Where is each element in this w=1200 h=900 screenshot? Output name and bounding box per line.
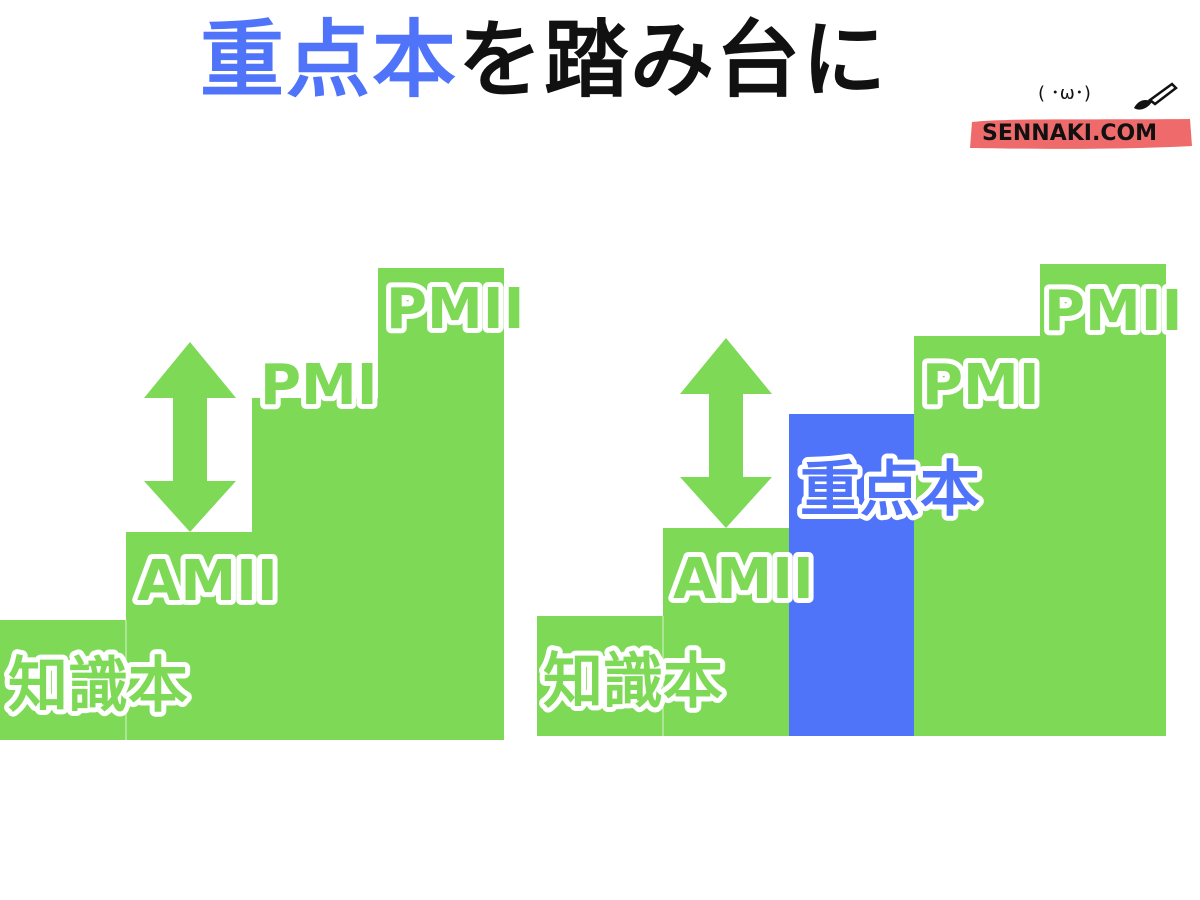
right-step-1-label: 知識本 [543, 647, 723, 717]
double-arrow-icon [144, 342, 236, 532]
logo-face: ( ･ω･) [1038, 83, 1091, 104]
right-step-2-block [663, 528, 789, 736]
right-step-3-block [789, 414, 914, 736]
left-step-2-block [126, 532, 252, 740]
right-step-4-label: PMI [922, 353, 1040, 418]
left-step-4-label: PMII [386, 277, 524, 342]
right-staircase: 知識本 AMII 重点本 PMI PMII [537, 264, 1187, 736]
right-step-4-block [914, 336, 1040, 736]
left-step-3-block [252, 398, 378, 740]
title-highlight: 重点本 [200, 11, 459, 109]
left-staircase: 知識本 AMII PMI PMII [0, 268, 529, 740]
right-step-5-label: PMII [1044, 279, 1182, 344]
left-step-2-label: AMII [137, 549, 278, 614]
right-step-3-label: 重点本 [800, 455, 980, 525]
paintbrush-icon [1134, 82, 1178, 110]
left-step-4-block [378, 268, 504, 740]
left-step-1-label: 知識本 [8, 651, 188, 721]
page-title: 重点本を踏み台に [200, 10, 960, 110]
site-logo[interactable]: ( ･ω･) SENNAKI.COM [968, 82, 1198, 158]
left-step-1-block [0, 620, 126, 740]
logo-text: SENNAKI.COM [982, 121, 1158, 146]
logo-highlight-band [970, 119, 1192, 149]
right-step-2-label: AMII [673, 547, 814, 612]
right-step-1-block [537, 616, 663, 736]
title-rest: を踏み台に [458, 11, 889, 109]
left-step-3-label: PMI [260, 353, 378, 418]
right-step-5-block [1040, 264, 1166, 736]
double-arrow-icon [680, 338, 772, 528]
